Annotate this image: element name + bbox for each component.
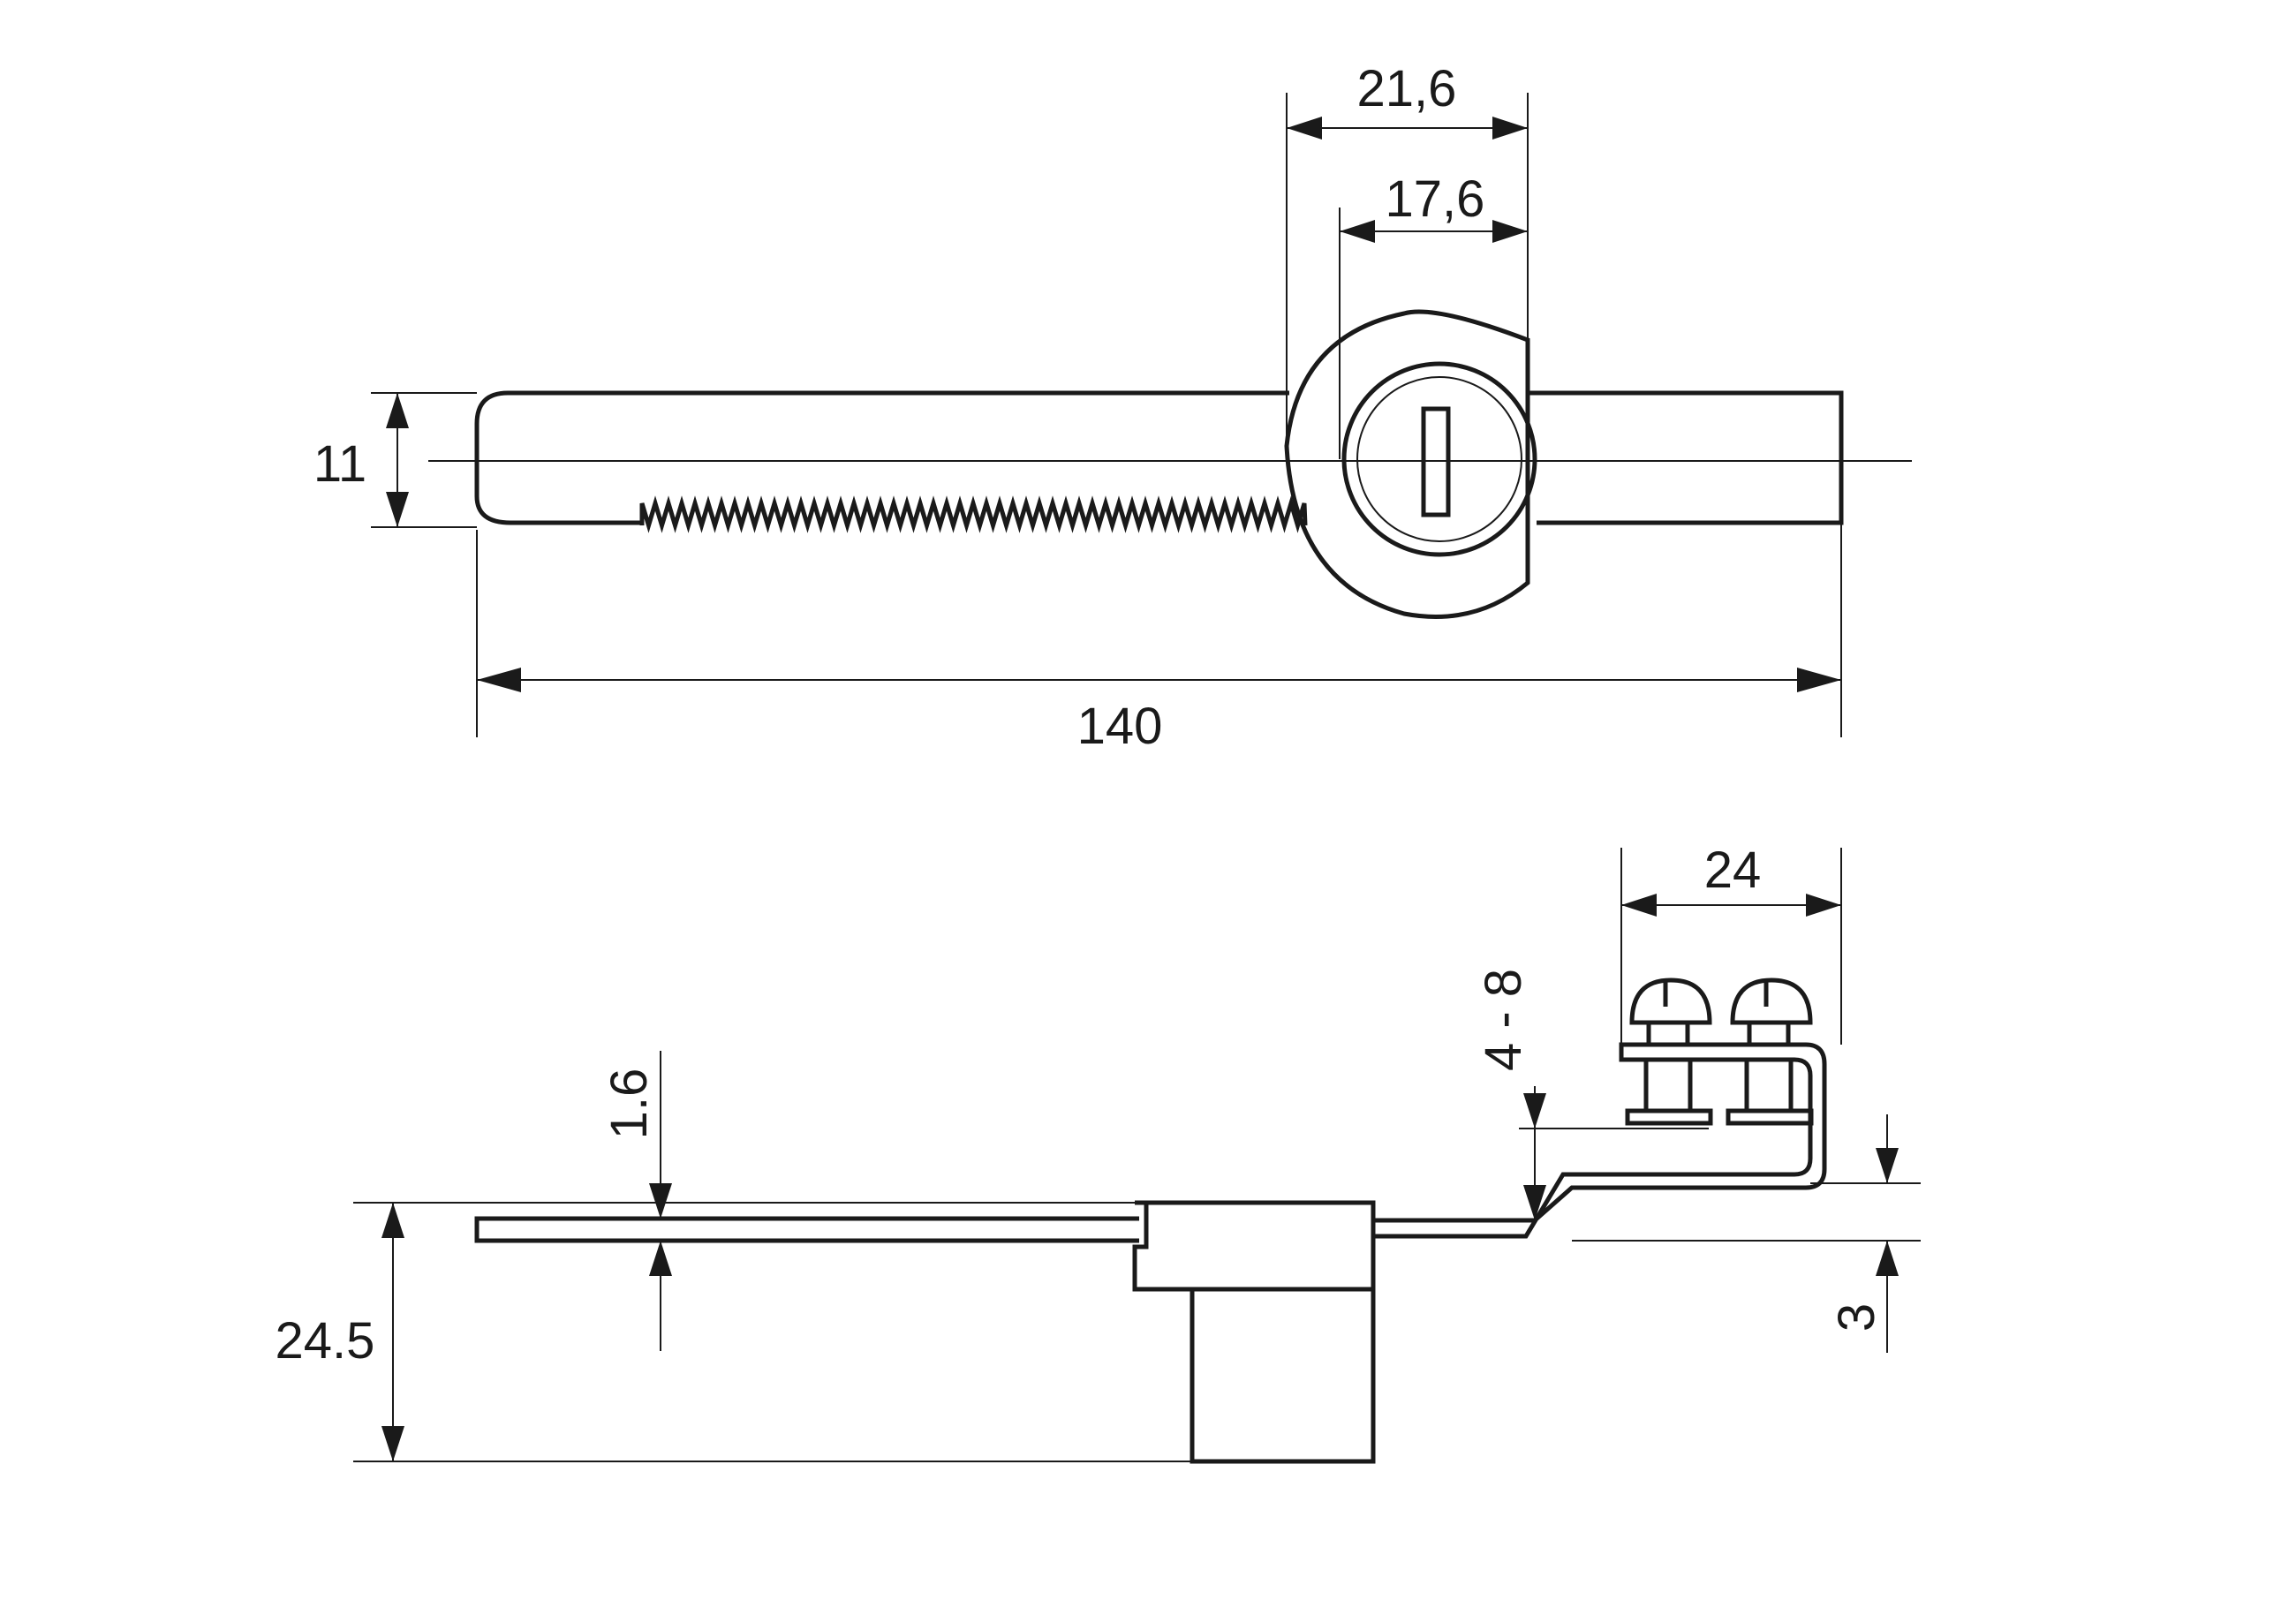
dim-bar-height: 11 [313, 393, 409, 527]
dim-label-overall-length: 140 [1077, 698, 1163, 755]
lock-body-side [1132, 1200, 1376, 1464]
bracket-outline [1373, 1042, 1827, 1239]
screw-left [1625, 978, 1713, 1126]
rack-teeth [639, 495, 1308, 533]
lock-cylinder [1341, 361, 1537, 557]
dim-label-offset: 3 [1828, 1303, 1885, 1332]
dim-label-panel-thickness: 4 - 8 [1475, 969, 1532, 1071]
dim-panel-thickness: 4 - 8 [1475, 969, 1546, 1220]
dim-label-width-total: 21,6 [1357, 60, 1457, 117]
top-view: 21,6 17,6 11 140 [313, 60, 1912, 755]
dim-bracket-span: 24 [1621, 842, 1841, 917]
screw-right [1726, 978, 1814, 1126]
dim-offset: 3 [1828, 1114, 1899, 1353]
bar-right-section [1528, 390, 1844, 525]
lock-bar-outline [474, 390, 1289, 525]
dim-rack-thickness: 1.6 [600, 1051, 672, 1351]
dim-label-bar-height: 11 [313, 435, 366, 493]
rack-strip [474, 1216, 1139, 1243]
lock-housing [1284, 309, 1530, 619]
dim-overall-length: 140 [477, 668, 1841, 755]
screw-head-icon [1730, 978, 1813, 1025]
dim-cylinder-diameter: 17,6 [1340, 170, 1528, 243]
dim-label-rack-thickness: 1.6 [600, 1068, 658, 1140]
dim-label-total-height: 24.5 [276, 1312, 375, 1370]
dim-total-height: 24.5 [276, 1203, 404, 1461]
side-view: 24 4 - 8 1.6 24.5 [276, 842, 1921, 1464]
dim-label-bracket-span: 24 [1704, 842, 1762, 899]
screw-head-icon [1629, 978, 1712, 1025]
lock-cylinder-inner [1356, 376, 1522, 542]
dim-label-cylinder-diameter: 17,6 [1386, 170, 1485, 228]
dim-width-total: 21,6 [1287, 60, 1528, 140]
